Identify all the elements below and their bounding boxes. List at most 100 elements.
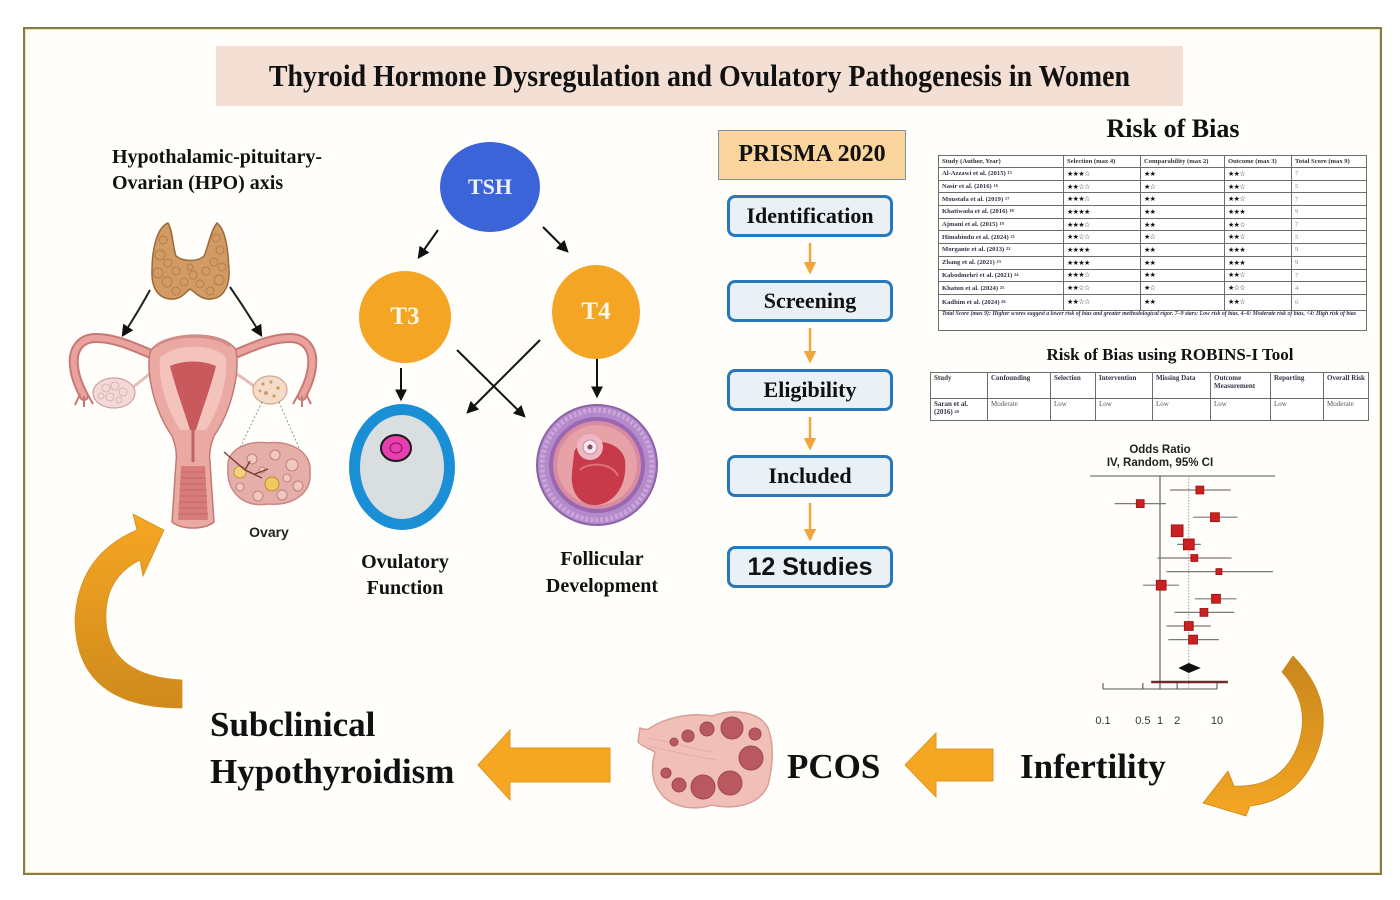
title-banner: Thyroid Hormone Dysregulation and Ovulat…	[216, 46, 1183, 106]
uterine-cavity	[170, 361, 216, 430]
nos-table-row: Morgante et al. (2013) 22★★★★★★★★★9	[938, 243, 1367, 257]
robins-cell-judgement: Low	[1270, 398, 1324, 421]
follicular-label-line2: Development	[545, 575, 659, 597]
hormone-arrows	[395, 226, 603, 418]
uterus-illustration	[68, 332, 318, 529]
nos-cell-comparability: ★☆	[1140, 281, 1225, 295]
ovary-zoom-illustration	[223, 401, 311, 506]
nos-cell-selection: ★★★☆	[1063, 167, 1141, 181]
nos-cell-comparability: ★★	[1140, 192, 1225, 207]
nos-cell-outcome: ★★☆	[1224, 167, 1292, 181]
robins-column-header: Reporting	[1270, 372, 1324, 399]
forest-x-tick-label: 1	[1157, 715, 1163, 727]
nos-cell-total: 7	[1291, 192, 1367, 207]
study-name: Kadhim et al. (2024)	[942, 298, 1000, 306]
study-name: Khatun et al. (2024)	[942, 284, 999, 292]
nos-footnote: Total Score (max 9): Higher scores sugge…	[938, 309, 1367, 331]
study-name: Morgante et al. (2013)	[942, 246, 1005, 254]
nos-table-row: Kadhim et al. (2024) 26★★☆☆★★★★☆6	[938, 293, 1367, 311]
nos-cell-selection: ★★★☆	[1063, 192, 1141, 207]
robins-column-header: Outcome Measurement	[1210, 372, 1271, 399]
robins-cell-judgement: Low	[1152, 398, 1211, 421]
pcos-label: PCOS	[787, 747, 881, 786]
forest-plot-title: Odds Ratio	[1129, 444, 1190, 456]
reference-number: 24	[1013, 271, 1019, 277]
forest-study-square	[1182, 538, 1195, 551]
nos-cell-study: Himabindu et al. (2024) 21	[938, 230, 1064, 245]
forest-study-square	[1188, 634, 1198, 645]
t4-label: T4	[581, 298, 611, 325]
nos-column-header: Study (Author, Year)	[938, 155, 1064, 168]
pcos-to-hypothyroidism-arrow	[477, 728, 611, 802]
prisma-step-screening: Screening	[727, 280, 893, 322]
robins-cell-judgement: Moderate	[1323, 398, 1369, 421]
robins-column-header: Study	[930, 372, 988, 399]
nos-table-row: Khatiwada et al. (2016) 18★★★★★★★★★9	[938, 205, 1367, 219]
nos-cell-comparability: ★☆	[1140, 179, 1225, 194]
nos-cell-total: 5	[1291, 230, 1367, 245]
nos-cell-outcome: ★★★	[1224, 243, 1292, 257]
nos-cell-selection: ★★☆☆	[1063, 179, 1141, 194]
robins-column-header: Missing Data	[1152, 372, 1211, 399]
nos-cell-selection: ★★★★	[1063, 255, 1141, 270]
reference-number: 16	[993, 183, 998, 189]
infertility-label: Infertility	[1020, 747, 1166, 786]
nos-cell-comparability: ★★	[1140, 167, 1225, 181]
nos-cell-comparability: ★★	[1140, 268, 1225, 283]
thyroid-to-right-ovary-arrow	[229, 286, 263, 338]
follicular-development-label: Follicular Development	[532, 546, 672, 600]
oocyte-nucleus	[380, 434, 412, 462]
nos-column-header: Total Score (max 9)	[1291, 155, 1367, 168]
nos-cell-study: Khatiwada et al. (2016) 18	[938, 205, 1064, 219]
page-title: Thyroid Hormone Dysregulation and Ovulat…	[268, 58, 1131, 93]
nos-cell-comparability: ★☆	[1140, 230, 1225, 245]
robins-cell-judgement: Low	[1210, 398, 1271, 421]
nos-cell-comparability: ★★	[1140, 255, 1225, 270]
study-name: Khatiwada et al. (2016)	[942, 208, 1008, 216]
forest-study-square	[1199, 608, 1209, 617]
ovulatory-label-line1: Ovulatory	[361, 551, 449, 573]
study-name: Moustafa et al. (2019)	[942, 195, 1004, 203]
study-name: Kabodmehri et al. (2021)	[942, 271, 1013, 279]
robins-cell-judgement: Low	[1050, 398, 1096, 421]
left-ovary	[92, 377, 136, 409]
nos-cell-outcome: ★☆☆	[1224, 281, 1292, 295]
prisma-step-included: Included	[727, 455, 893, 497]
ovulatory-function-label: Ovulatory Function	[345, 549, 465, 601]
nos-cell-selection: ★★★★	[1063, 205, 1141, 219]
nos-cell-comparability: ★★	[1140, 293, 1225, 311]
reference-number: 15	[1007, 170, 1012, 176]
nos-cell-total: 4	[1291, 281, 1367, 295]
nos-cell-total: 7	[1291, 167, 1367, 181]
reference-number: 25	[999, 284, 1005, 290]
nos-table-row: Khatun et al. (2024) 25★★☆☆★☆★☆☆4	[938, 281, 1367, 295]
follicle-illustration	[536, 404, 658, 526]
nos-cell-comparability: ★★	[1140, 243, 1225, 257]
reference-number: 19	[999, 221, 1004, 227]
hpo-axis-label-line2: Ovarian (HPO) axis	[112, 172, 284, 194]
t3-label: T3	[390, 303, 420, 330]
prisma-step-study-count: 12 Studies	[727, 546, 893, 588]
subclinical-label-line1: Subclinical	[210, 705, 376, 744]
forest-x-tick-label: 0.5	[1135, 715, 1150, 727]
forest-x-tick-label: 2	[1174, 715, 1180, 727]
reference-number: 18	[1009, 208, 1014, 214]
nos-table-row: Moustafa et al. (2019) 17★★★☆★★★★☆7	[938, 192, 1367, 207]
t3-to-follicular-arrow	[456, 349, 526, 418]
ovary-label: Ovary	[249, 524, 289, 540]
nos-cell-total: 6	[1291, 293, 1367, 311]
prisma-step-identification: Identification	[727, 195, 893, 237]
study-name: Saran et al. (2016)	[934, 400, 969, 416]
pcos-ovary-illustration	[637, 711, 773, 809]
nos-cell-outcome: ★★★	[1224, 205, 1292, 219]
prisma-step-eligibility: Eligibility	[727, 369, 893, 411]
risk-of-bias-table: Study (Author, Year)Selection (max 4)Com…	[938, 155, 1367, 331]
forest-x-tick-label: 0.1	[1095, 715, 1110, 727]
risk-of-bias-table-header: Study (Author, Year)Selection (max 4)Com…	[938, 155, 1367, 168]
right-ovary	[252, 375, 288, 405]
thyroid-to-left-ovary-arrow	[121, 289, 151, 338]
